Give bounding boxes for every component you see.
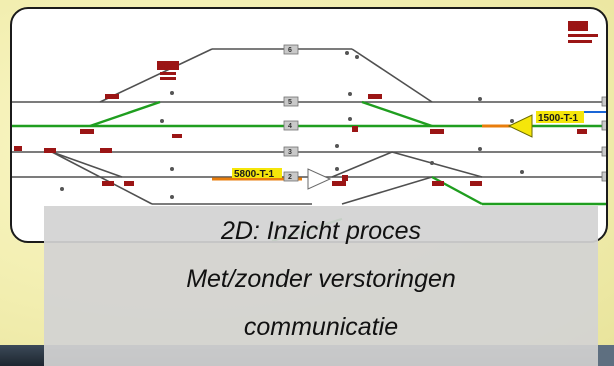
signal-markers xyxy=(14,94,587,186)
caption-panel: 2D: Inzicht proces Met/zonder verstoring… xyxy=(44,206,598,366)
station-label-west: Vbr xyxy=(158,61,174,71)
station-marks xyxy=(157,21,598,80)
train-label-east: 1500-T-1 xyxy=(538,113,578,124)
track-number-6: 6 xyxy=(288,47,292,54)
track-number-5: 5 xyxy=(288,99,292,106)
caption-line-1: 2D: Inzicht proces xyxy=(220,217,422,245)
train-arrow-west xyxy=(307,168,332,190)
station-label-east: Vbr xyxy=(569,22,586,33)
caption-line-2: Met/zonder verstoringen xyxy=(186,265,456,293)
caption-line-3: communicatie xyxy=(243,313,399,341)
train-label-west: 5800-T-1 xyxy=(234,169,274,180)
track-number-boxes xyxy=(283,44,606,182)
lower-right-screen-edge xyxy=(598,345,614,366)
track-number-3: 3 xyxy=(288,149,292,156)
track-number-2: 2 xyxy=(288,174,292,181)
train-arrow-east xyxy=(507,114,533,138)
train-label-bg-west xyxy=(232,168,282,178)
train-label-bg-east xyxy=(536,111,584,123)
signal-glyphs xyxy=(60,51,524,199)
track-number-4: 4 xyxy=(288,123,292,130)
